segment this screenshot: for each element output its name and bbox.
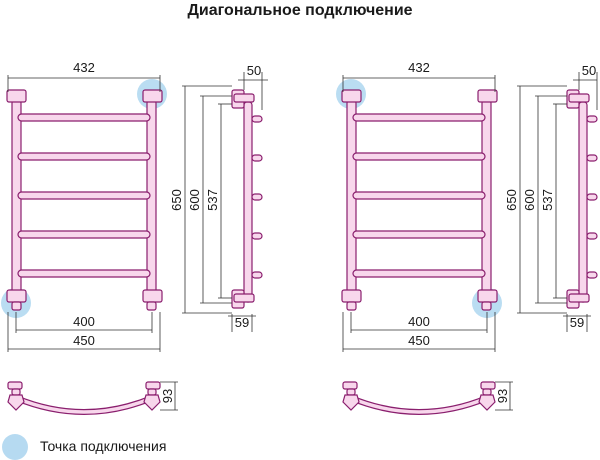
- drawing-2: 432 400 450: [336, 60, 598, 415]
- dim-plan-label: 93: [160, 389, 175, 403]
- diagram-title: Диагональное подключение: [187, 2, 413, 19]
- front-view: [341, 89, 498, 311]
- plan-view: [7, 381, 161, 415]
- dim-width-top-label: 432: [408, 60, 430, 75]
- dim-height-537-label: 537: [205, 189, 220, 211]
- dim-height-600-label: 600: [187, 189, 202, 211]
- dim-width-bottom-label: 450: [73, 333, 95, 348]
- connection-point-marker-icon: [2, 434, 28, 460]
- dim-plan-lines: [495, 381, 513, 411]
- dim-axis-label: 400: [408, 314, 430, 329]
- dim-depth-top-label: 50: [247, 63, 261, 78]
- side-view: [566, 89, 598, 309]
- dim-width-bottom-label: 450: [408, 333, 430, 348]
- dim-depth-top-label: 50: [582, 63, 596, 78]
- technical-drawing: 432 400 450: [1, 60, 598, 415]
- legend: Точка подключения: [0, 432, 300, 460]
- dim-depth-bottom-label: 59: [235, 315, 249, 330]
- dim-height-lines: [182, 72, 268, 332]
- front-view: [6, 89, 163, 311]
- plan-view: [342, 381, 496, 415]
- dim-height-537-label: 537: [540, 189, 555, 211]
- dim-height-600-label: 600: [522, 189, 537, 211]
- side-view: [231, 89, 263, 309]
- dim-axis: [7, 312, 161, 352]
- dim-plan-lines: [160, 381, 178, 411]
- dim-width-top: [342, 75, 496, 92]
- legend-label: Точка подключения: [40, 438, 167, 454]
- dim-width-top: [7, 75, 161, 92]
- dim-height-total-label: 650: [169, 189, 184, 211]
- dim-height-lines: [517, 72, 598, 332]
- dim-width-top-label: 432: [73, 60, 95, 75]
- dim-axis: [342, 312, 496, 352]
- dim-depth-bottom-label: 59: [570, 315, 584, 330]
- dim-axis-label: 400: [73, 314, 95, 329]
- dim-height-total-label: 650: [504, 189, 519, 211]
- dim-plan-label: 93: [495, 389, 510, 403]
- drawing-1: 432 400 450: [1, 60, 268, 415]
